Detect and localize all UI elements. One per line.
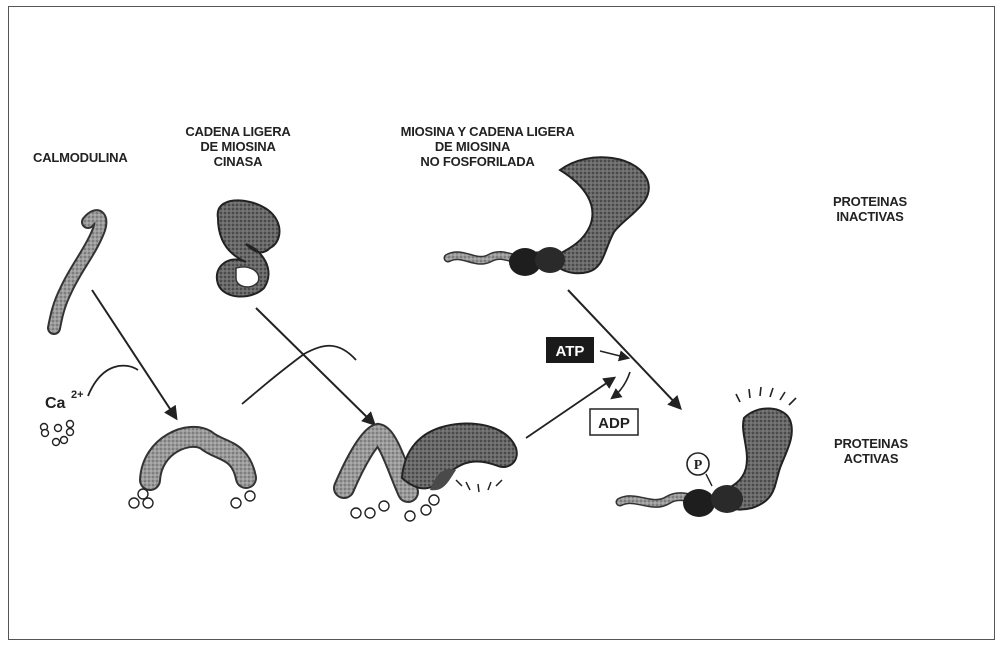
- myosin-active-shape: [620, 387, 796, 517]
- calmodulin-inactive-shape: [54, 216, 100, 328]
- adp-box: ADP: [590, 409, 638, 435]
- ca-binding-curve: [88, 366, 138, 396]
- phosphate-text: P: [694, 458, 703, 473]
- atp-text: ATP: [556, 343, 585, 360]
- adp-output-arrow: [612, 372, 630, 398]
- kinase-inactive-shape: [217, 200, 280, 296]
- arrow-kinase: [256, 308, 374, 424]
- adp-text: ADP: [598, 415, 630, 432]
- calcium-ions: [41, 421, 74, 446]
- atp-box: ATP: [546, 337, 594, 363]
- arrow-calmodulin: [92, 290, 176, 418]
- calmodulin-active-shape: [129, 437, 255, 508]
- myosin-inactive-shape: [448, 157, 649, 276]
- phosphate-group: P: [687, 453, 709, 475]
- atp-input-arrow: [600, 351, 628, 358]
- complex-binding-curve: [242, 346, 356, 404]
- ca-ion-text: Ca: [45, 395, 66, 412]
- ca-charge-text: 2+: [71, 389, 84, 401]
- kinase-calmodulin-complex: [344, 424, 517, 521]
